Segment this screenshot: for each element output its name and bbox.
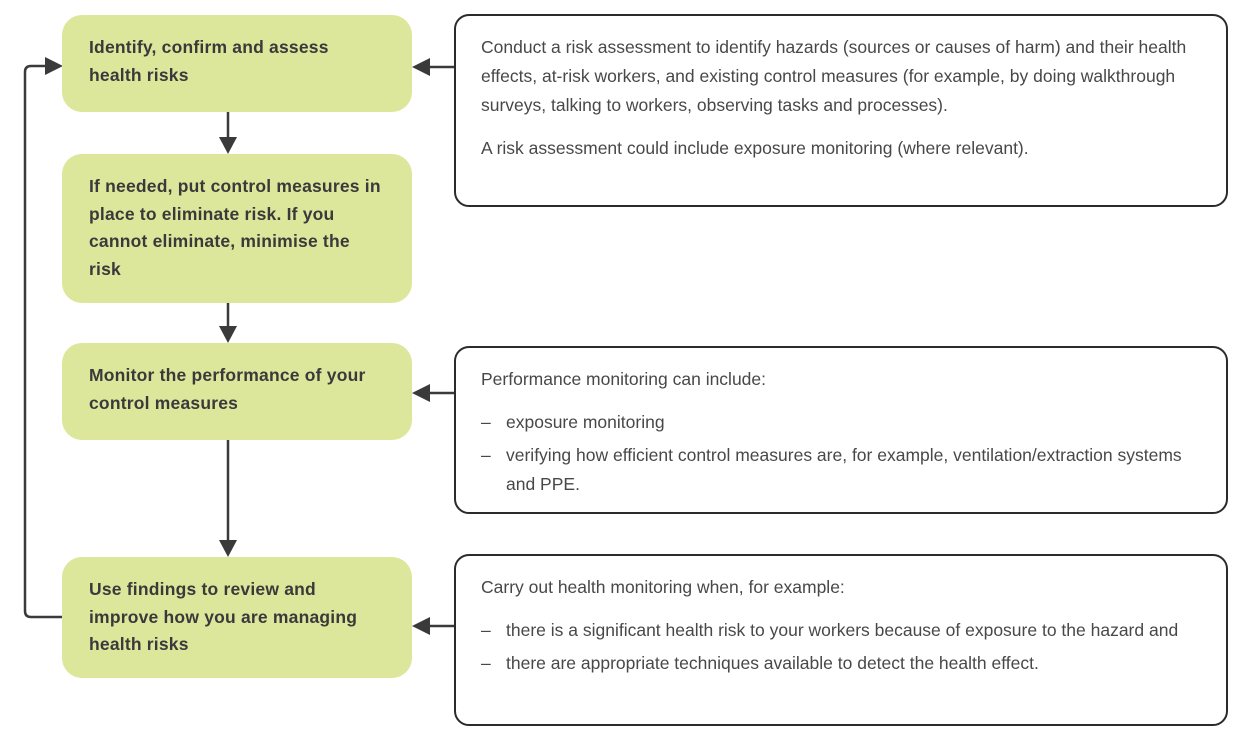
step-label: Use findings to review and improve how y…	[89, 579, 358, 654]
feedback-loop-line	[23, 64, 62, 619]
arrow-step1-step2-head	[219, 137, 237, 154]
step-box-monitor-performance: Monitor the performance of your control …	[62, 343, 412, 440]
bullet-text: exposure monitoring	[506, 412, 665, 432]
note-bullet: – exposure monitoring	[481, 408, 1200, 437]
bullet-text: there are appropriate techniques availab…	[506, 653, 1039, 673]
note-paragraph: A risk assessment could include exposure…	[481, 138, 1029, 158]
bullet-dash: –	[481, 620, 491, 640]
step-label: Monitor the performance of your control …	[89, 365, 366, 413]
arrow-note3-step4-head	[412, 617, 430, 635]
step-box-identify-risks: Identify, confirm and assess health risk…	[62, 15, 412, 112]
step-label: Identify, confirm and assess health risk…	[89, 37, 329, 85]
step-box-review-improve: Use findings to review and improve how y…	[62, 557, 412, 678]
note-box-health-monitoring: Carry out health monitoring when, for ex…	[454, 554, 1228, 726]
arrow-note1-step1-head	[412, 58, 430, 76]
bullet-text: there is a significant health risk to yo…	[506, 620, 1179, 640]
bullet-text: verifying how efficient control measures…	[506, 445, 1182, 494]
step-label: If needed, put control measures in place…	[89, 176, 381, 279]
note-intro: Performance monitoring can include:	[481, 369, 767, 389]
bullet-dash: –	[481, 412, 491, 432]
arrow-step2-step3-head	[219, 326, 237, 343]
note-intro: Carry out health monitoring when, for ex…	[481, 577, 845, 597]
note-bullet: – there is a significant health risk to …	[481, 616, 1200, 645]
note-box-risk-assessment: Conduct a risk assessment to identify ha…	[454, 14, 1228, 207]
note-bullet: – there are appropriate techniques avail…	[481, 649, 1200, 678]
bullet-dash: –	[481, 653, 491, 673]
step-box-control-measures: If needed, put control measures in place…	[62, 154, 412, 303]
note-box-performance-monitoring: Performance monitoring can include: – ex…	[454, 346, 1228, 514]
arrow-note2-step3-head	[412, 384, 430, 402]
feedback-loop-arrowhead	[45, 57, 63, 75]
note-bullet: – verifying how efficient control measur…	[481, 441, 1200, 499]
arrow-step3-step4-head	[219, 540, 237, 557]
bullet-dash: –	[481, 445, 491, 465]
note-paragraph: Conduct a risk assessment to identify ha…	[481, 37, 1187, 115]
